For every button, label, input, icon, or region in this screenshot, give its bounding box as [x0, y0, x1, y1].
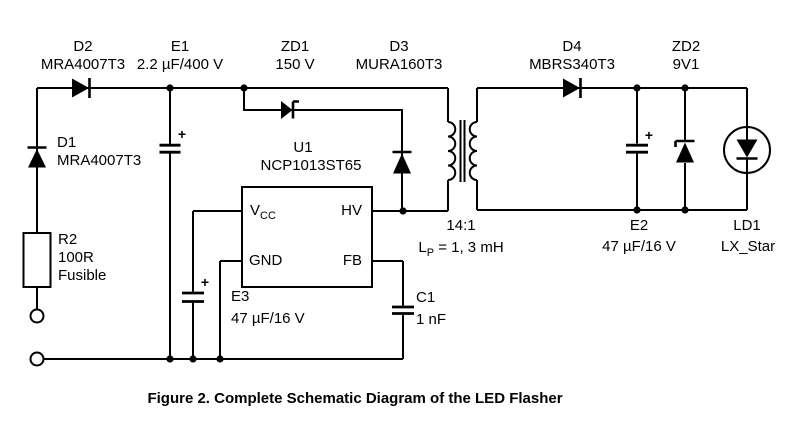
e2-capacitor-symbol: [626, 143, 648, 154]
u1-pin-vcc-label: VCC: [250, 202, 276, 222]
d4-diode-symbol: [563, 78, 582, 98]
d4-part-label: MBRS340T3: [529, 56, 615, 73]
r2-note-label: Fusible: [58, 267, 107, 284]
e2-value-label: 47 µF/16 V: [602, 238, 676, 255]
u1-pin-fb-label: FB: [342, 252, 362, 269]
e2-polarity-mark: +: [644, 127, 654, 143]
ld1-led-symbol: [723, 126, 771, 174]
e3-ref-label: E3: [231, 288, 250, 305]
figure-caption: Figure 2. Complete Schematic Diagram of …: [147, 390, 563, 407]
d2-diode-symbol: [72, 78, 91, 98]
d1-diode-symbol: [27, 146, 47, 168]
e2-ref-label: E2: [629, 217, 649, 234]
zd2-zener-symbol: [674, 139, 695, 163]
u1-pin-vcc-main: V: [250, 202, 261, 219]
junction-dots: [166, 84, 689, 363]
d1-part-label: MRA4007T3: [57, 152, 142, 169]
d2-part-label: MRA4007T3: [40, 56, 126, 73]
u1-pin-hv-label: HV: [341, 202, 362, 219]
ld1-part-label: LX_Star: [720, 238, 776, 255]
u1-ref-label: U1: [293, 139, 313, 156]
d2-ref-label: D2: [73, 38, 93, 55]
e3-capacitor-symbol: [182, 291, 204, 303]
transformer-inductance-label: LP = 1, 3 mH: [418, 239, 504, 259]
e1-value-label: 2.2 µF/400 V: [136, 56, 224, 73]
e3-value-label: 47 µF/16 V: [231, 310, 305, 327]
d4-ref-label: D4: [562, 38, 582, 55]
zd1-ref-label: ZD1: [280, 38, 310, 55]
d3-diode-symbol: [392, 150, 412, 174]
e1-polarity-mark: +: [177, 126, 187, 142]
ld1-ref-label: LD1: [733, 217, 761, 234]
zd1-value-label: 150 V: [275, 56, 315, 73]
lp-value: = 1, 3 mH: [434, 239, 504, 256]
u1-pin-vcc-sub: CC: [260, 210, 276, 222]
c1-value-label: 1 nF: [416, 311, 447, 328]
c1-capacitor-symbol: [392, 305, 414, 315]
lp-subscript: P: [426, 247, 435, 259]
d3-part-label: MURA160T3: [355, 56, 443, 73]
zd1-zener-symbol: [281, 100, 299, 119]
lp-symbol: L: [418, 239, 427, 256]
c1-ref-label: C1: [416, 289, 436, 306]
e1-capacitor-symbol: [159, 143, 181, 154]
transformer-symbol: [447, 120, 478, 182]
r2-value-label: 100R: [58, 249, 94, 266]
u1-ic-box: [241, 186, 373, 288]
input-terminal-bottom: [29, 351, 45, 367]
u1-part-label: NCP1013ST65: [260, 157, 362, 174]
d1-ref-label: D1: [57, 134, 77, 151]
transformer-ratio-label: 14:1: [446, 217, 476, 234]
e3-polarity-mark: +: [200, 274, 210, 290]
e1-ref-label: E1: [170, 38, 190, 55]
input-terminal-top: [29, 308, 45, 324]
r2-ref-label: R2: [58, 231, 78, 248]
zd2-ref-label: ZD2: [671, 38, 701, 55]
u1-pin-gnd-label: GND: [249, 252, 283, 269]
wires: [36, 87, 748, 360]
r2-resistor-symbol: [22, 232, 52, 288]
d3-ref-label: D3: [389, 38, 409, 55]
zd2-value-label: 9V1: [672, 56, 700, 73]
